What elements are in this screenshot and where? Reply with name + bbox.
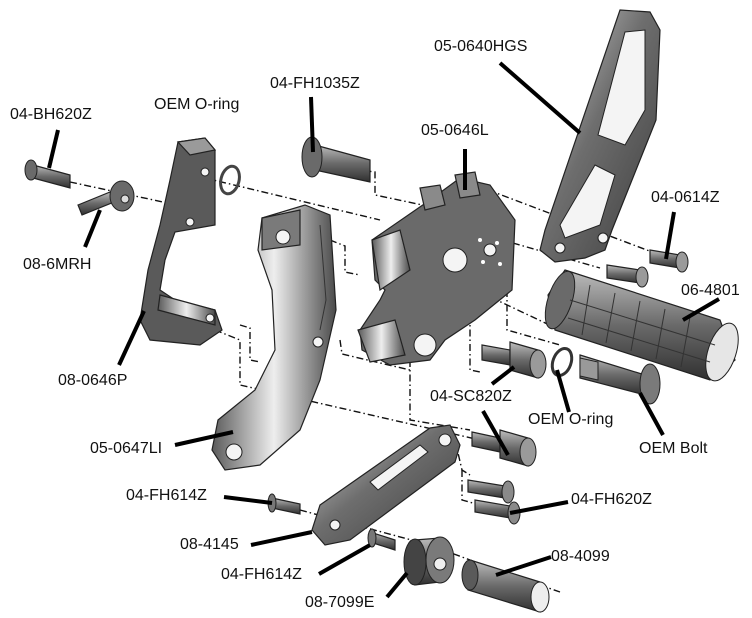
label-04-SC820Z: 04-SC820Z <box>430 388 512 405</box>
part-oem-oring-top <box>219 164 241 196</box>
label-08-7099E: 08-7099E <box>305 594 375 611</box>
part-link-arm-08-4145 <box>311 424 461 546</box>
label-04-FH620Z: 04-FH620Z <box>571 491 652 508</box>
label-06-4801: 06-4801 <box>681 282 740 299</box>
leader-fh614z-b <box>318 543 371 576</box>
leader-p0646 <box>117 310 146 366</box>
part-eccentric-08-7099E <box>403 536 455 586</box>
part-bolt-04-BH620Z <box>24 159 71 189</box>
label-05-0646L: 05-0646L <box>421 122 489 139</box>
label-oem-oring-bottom: OEM O-ring <box>528 411 614 428</box>
label-08-6MRH: 08-6MRH <box>23 256 92 273</box>
part-bolt-04-FH1035Z <box>301 136 371 183</box>
leader-sc820z-b <box>481 410 510 456</box>
part-oem-bolt <box>579 354 661 405</box>
leader-lines <box>47 61 721 599</box>
label-08-4145: 08-4145 <box>180 536 239 553</box>
label-04-0614Z: 04-0614Z <box>651 189 720 206</box>
label-oem-oring-top: OEM O-ring <box>154 96 240 113</box>
leader-hgs <box>498 61 582 135</box>
part-grip-06-4801 <box>544 269 739 382</box>
leader-fh1035z <box>309 96 315 153</box>
leader-fh620z <box>509 500 569 515</box>
leader-l4145 <box>250 530 313 547</box>
part-oem-oring-right <box>550 346 574 378</box>
label-04-FH614Z-b: 04-FH614Z <box>221 566 302 583</box>
part-rod-end-08-6MRH <box>77 180 135 216</box>
leader-sc820z-a <box>490 365 516 386</box>
label-08-0646P: 08-0646P <box>58 372 128 389</box>
leader-e7099 <box>385 571 409 599</box>
label-04-FH1035Z: 04-FH1035Z <box>270 75 360 92</box>
part-plate-05-0646L <box>357 171 516 366</box>
part-spacer-08-4099 <box>461 559 550 613</box>
leader-li0647 <box>174 430 234 447</box>
leader-r4801 <box>681 297 721 322</box>
label-04-BH620Z: 04-BH620Z <box>10 106 92 123</box>
leader-l4099 <box>495 555 552 577</box>
label-08-4099: 08-4099 <box>551 548 610 565</box>
part-screw-04-FH620Z <box>467 479 521 525</box>
leader-z0614 <box>664 211 676 260</box>
label-oem-bolt: OEM Bolt <box>639 440 708 457</box>
leader-oring-bottom <box>555 369 571 413</box>
part-bracket-05-0647LI <box>211 204 337 471</box>
part-socket-screw-04-SC820Z <box>471 341 547 467</box>
label-05-0640HGS: 05-0640HGS <box>434 38 528 55</box>
leader-mrh <box>83 209 102 248</box>
leader-oem-bolt <box>638 392 665 436</box>
leader-bh620z <box>47 129 60 169</box>
label-05-0647LI: 05-0647LI <box>90 440 163 457</box>
leader-fh614z-a <box>223 495 273 505</box>
part-screw-04-0614Z <box>606 249 689 288</box>
label-04-FH614Z-a: 04-FH614Z <box>126 487 207 504</box>
part-heel-guard-05-0640HGS <box>539 9 661 263</box>
part-lever-08-0646P <box>139 137 223 346</box>
